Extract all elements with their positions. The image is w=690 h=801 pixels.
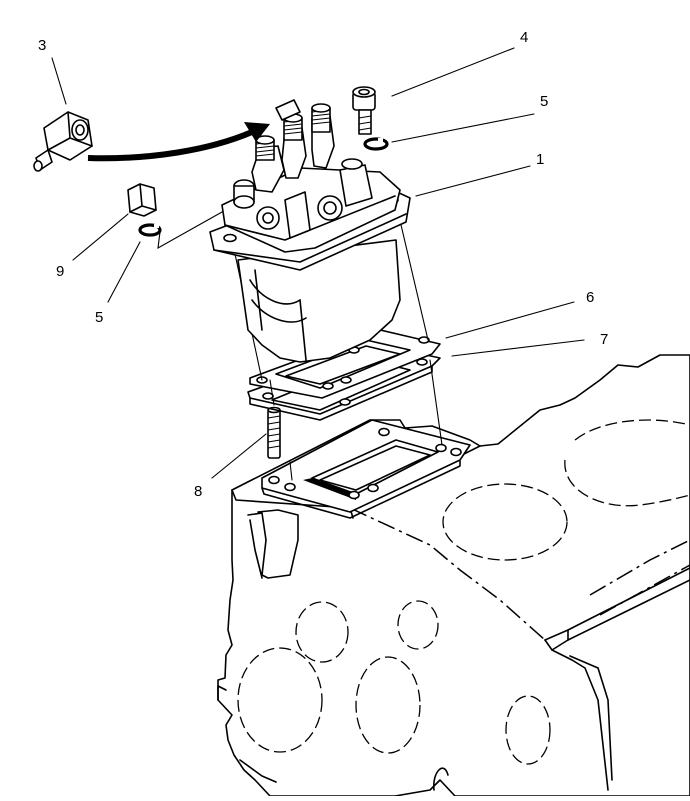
callout-5-upper: 5: [540, 93, 548, 110]
callout-6: 6: [586, 289, 594, 306]
assembly-arrow: [87, 122, 270, 162]
washer-upper: [363, 137, 389, 151]
callout-1: 1: [536, 151, 544, 168]
stud: [267, 406, 281, 459]
callout-9: 9: [56, 263, 64, 280]
nut: [127, 183, 157, 217]
fitting: [33, 111, 93, 172]
fuel-injection-pump: [209, 99, 411, 363]
engine-block: [217, 354, 690, 797]
callout-3: 3: [38, 37, 46, 54]
callout-7: 7: [600, 331, 608, 348]
callout-5-lower: 5: [95, 309, 103, 326]
leader-lines: [51, 47, 585, 479]
callout-8: 8: [194, 483, 202, 500]
threaded-outlets: [255, 99, 331, 161]
callout-4: 4: [520, 29, 528, 46]
washer-lower: [138, 211, 223, 250]
callouts: 3 4 5 1 9 5 6 7 8: [38, 29, 608, 500]
bolt: [352, 86, 376, 135]
mounting-pad: [261, 419, 471, 519]
